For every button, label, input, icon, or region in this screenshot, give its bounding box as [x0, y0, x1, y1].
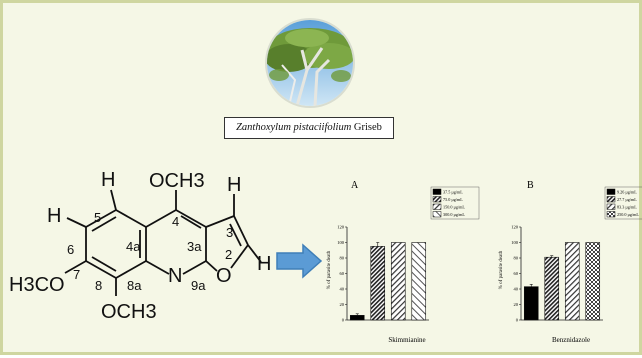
bar — [370, 246, 386, 321]
panel-label-a: A — [351, 180, 359, 191]
y-tick-label: 0 — [516, 318, 519, 323]
chart-a: A % of parasite death Skimmianine 0 20 40 6… — [327, 180, 480, 344]
legend-label: 250.0 µg/mL — [617, 212, 639, 217]
bar — [349, 315, 365, 321]
locant-3a: 3a — [187, 239, 202, 254]
panel-label-b: B — [527, 180, 534, 191]
atom-h3: H — [227, 174, 241, 196]
y-tick-label: 60 — [514, 271, 519, 276]
x-axis-label-a: Skimmianine — [388, 336, 425, 344]
bar — [564, 242, 580, 321]
locant-9a: 9a — [191, 278, 206, 293]
legend-label: 300.0 µg/mL — [443, 212, 465, 217]
atom-och3-bottom: OCH3 — [101, 301, 157, 323]
y-tick-label: 80 — [340, 256, 345, 261]
locant-5: 5 — [94, 210, 101, 225]
atom-h5: H — [101, 169, 115, 191]
atom-och3-top: OCH3 — [149, 170, 205, 192]
locant-7: 7 — [73, 267, 80, 282]
y-tick-label: 120 — [511, 225, 519, 230]
atom-h2: H — [257, 253, 271, 275]
x-axis-label-b: Benznidazole — [552, 336, 590, 344]
locant-4a: 4a — [126, 239, 141, 254]
bars-b — [523, 242, 601, 321]
legend-label: 9.26 µg/mL — [617, 190, 637, 195]
y-axis-label-b: % of parasite death — [499, 250, 504, 289]
bar — [585, 242, 601, 321]
legend-label: 83.3 µg/mL — [617, 205, 637, 210]
legend-frame — [604, 186, 642, 220]
atom-o: O — [216, 265, 232, 287]
legend-swatch — [432, 188, 442, 195]
species-label: Zanthoxylum pistaciifolium Griseb — [224, 117, 394, 139]
y-tick-label: 20 — [514, 302, 519, 307]
tree-image — [267, 20, 353, 106]
bar — [544, 256, 560, 321]
atom-h6: H — [47, 205, 61, 227]
locant-3: 3 — [226, 225, 233, 240]
y-tick-label: 60 — [340, 271, 345, 276]
structure-bonds — [64, 189, 262, 296]
y-tick-label: 40 — [514, 287, 519, 292]
legend-a: 37.5 µg/mL 75.0 µg/mL 150.0 µg/mL 300.0 µg/… — [430, 186, 480, 220]
locant-4: 4 — [172, 214, 179, 229]
atom-h3co: H3CO — [9, 274, 65, 296]
locant-8a: 8a — [127, 278, 142, 293]
bars-a — [349, 242, 427, 321]
atom-n: N — [168, 265, 182, 287]
y-axis-label-a: % of parasite death — [327, 250, 332, 289]
legend-swatch — [606, 203, 616, 210]
legend-swatch — [606, 211, 616, 218]
y-tick-label: 100 — [337, 240, 345, 245]
chart-b: B % of parasite death Benznidazole 0 20 40… — [499, 180, 642, 344]
legend-swatch — [432, 203, 442, 210]
legend-label: 150.0 µg/mL — [443, 205, 465, 210]
species-name: Zanthoxylum pistaciifolium — [236, 122, 352, 133]
locant-2: 2 — [225, 247, 232, 262]
right-arrow-icon — [276, 243, 323, 279]
structure-labels: H OCH3 H 5 4 3a 3 H 6 4a 2 H H3CO 7 8 8a… — [9, 169, 271, 323]
bar — [390, 242, 406, 321]
locant-8: 8 — [95, 278, 102, 293]
legend-swatch — [606, 188, 616, 195]
legend-b: 9.26 µg/mL 27.7 µg/mL 83.3 µg/mL 250.0 µg/m… — [604, 186, 642, 220]
legend-label: 75.0 µg/mL — [443, 197, 463, 202]
y-tick-label: 40 — [340, 287, 345, 292]
y-tick-label: 0 — [342, 318, 345, 323]
legend-swatch — [432, 196, 442, 203]
bar — [523, 286, 539, 321]
y-tick-label: 20 — [340, 302, 345, 307]
skimmianine-structure: H OCH3 H 5 4 3a 3 H 6 4a 2 H H3CO 7 8 8a… — [9, 169, 271, 323]
legend-swatch — [606, 196, 616, 203]
y-tick-label: 80 — [514, 256, 519, 261]
legend-label: 37.5 µg/mL — [443, 190, 463, 195]
plant-photo — [265, 18, 355, 108]
locant-6: 6 — [67, 242, 74, 257]
bar — [411, 242, 427, 321]
y-tick-label: 100 — [511, 240, 519, 245]
legend-frame — [430, 186, 480, 220]
legend-label: 27.7 µg/mL — [617, 197, 637, 202]
y-tick-label: 120 — [337, 225, 345, 230]
species-author: Griseb — [353, 122, 382, 133]
legend-swatch — [432, 211, 442, 218]
